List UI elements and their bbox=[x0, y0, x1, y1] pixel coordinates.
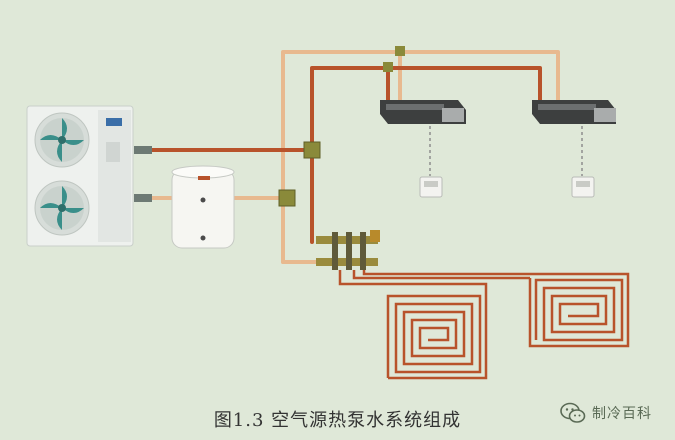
side-panel bbox=[106, 142, 120, 162]
wechat-icon bbox=[560, 402, 586, 423]
figure-caption: 图1.3 空气源热泵水系统组成 bbox=[213, 410, 462, 431]
floor-heating-loop-1 bbox=[386, 294, 482, 378]
water-tank bbox=[171, 165, 235, 249]
fan-coil-1 bbox=[380, 100, 466, 124]
floor-heating-pipes bbox=[338, 270, 630, 380]
lower-fan bbox=[34, 180, 90, 236]
watermark-text: 制冷百科 bbox=[592, 406, 652, 422]
thermostat-2 bbox=[571, 176, 595, 198]
upper-fan bbox=[34, 112, 90, 168]
return-valve bbox=[134, 194, 152, 202]
watermark: 制冷百科 bbox=[560, 398, 670, 428]
fan-coil-2 bbox=[532, 100, 616, 124]
floor-heating-loop-2 bbox=[534, 278, 624, 342]
outdoor-unit bbox=[26, 105, 152, 247]
tank-port-upper bbox=[200, 197, 206, 203]
supply-valve bbox=[134, 146, 152, 154]
tank-port-lower bbox=[200, 235, 206, 241]
control-wires bbox=[429, 126, 583, 176]
valves bbox=[278, 46, 405, 207]
thermostat-1 bbox=[419, 176, 443, 198]
manifold bbox=[316, 230, 380, 270]
tank-label bbox=[198, 176, 210, 180]
brand-badge bbox=[106, 118, 122, 126]
